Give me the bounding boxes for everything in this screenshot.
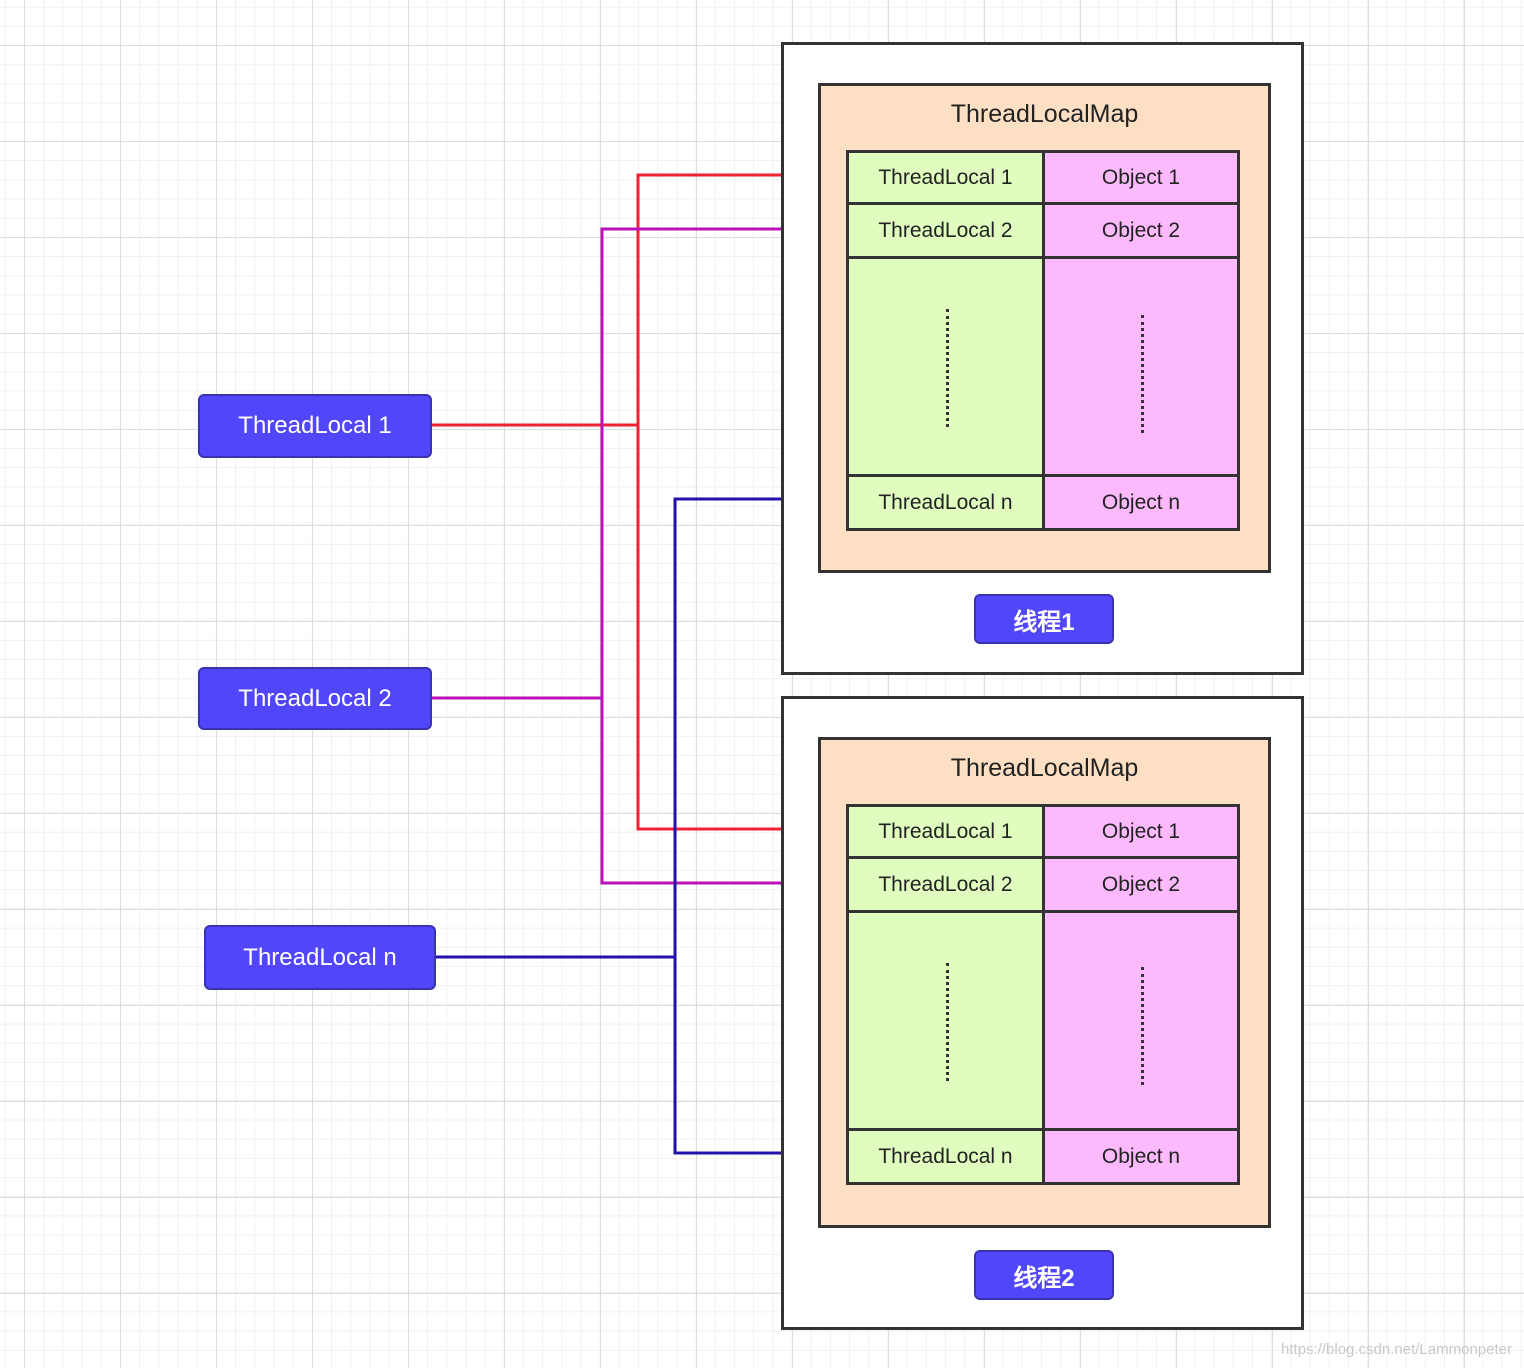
thread-1-map-title: ThreadLocalMap [950, 100, 1139, 128]
thread-1-value-2: Object 2 [1042, 202, 1240, 259]
thread-1-key-n: ThreadLocal n [846, 474, 1045, 531]
thread-2-key-ellipsis [846, 910, 1045, 1131]
threadlocal-n-node: ThreadLocal n [204, 925, 436, 990]
thread-2-value-1: Object 1 [1042, 804, 1240, 859]
threadlocal-2-node: ThreadLocal 2 [198, 667, 432, 730]
thread-2-value-n: Object n [1042, 1128, 1240, 1185]
vertical-ellipsis [1141, 315, 1144, 433]
link-threadlocal-2 [431, 229, 844, 883]
thread-1-container: ThreadLocalMap ThreadLocal 1 Object 1 Th… [781, 42, 1304, 675]
thread-2-key-n: ThreadLocal n [846, 1128, 1045, 1185]
vertical-ellipsis [945, 309, 949, 427]
watermark: https://blog.csdn.net/Lammonpeter [1281, 1341, 1512, 1358]
thread-2-value-2: Object 2 [1042, 856, 1240, 913]
vertical-ellipsis [1141, 967, 1144, 1085]
vertical-ellipsis [945, 963, 949, 1081]
thread-2-key-1: ThreadLocal 1 [846, 804, 1045, 859]
thread-2-label: 线程2 [974, 1250, 1114, 1300]
thread-1-key-1: ThreadLocal 1 [846, 150, 1045, 205]
thread-2-map-title: ThreadLocalMap [950, 754, 1139, 782]
thread-1-value-1: Object 1 [1042, 150, 1240, 205]
threadlocal-1-node: ThreadLocal 1 [198, 394, 432, 458]
thread-2-key-2: ThreadLocal 2 [846, 856, 1045, 913]
thread-2-value-ellipsis [1042, 910, 1240, 1131]
thread-2-map: ThreadLocalMap ThreadLocal 1 Object 1 Th… [818, 737, 1271, 1228]
thread-1-value-n: Object n [1042, 474, 1240, 531]
thread-1-key-ellipsis [846, 256, 1045, 477]
thread-1-key-2: ThreadLocal 2 [846, 202, 1045, 259]
thread-1-value-ellipsis [1042, 256, 1240, 477]
thread-2-container: ThreadLocalMap ThreadLocal 1 Object 1 Th… [781, 696, 1304, 1330]
thread-1-map: ThreadLocalMap ThreadLocal 1 Object 1 Th… [818, 83, 1271, 573]
thread-1-label: 线程1 [974, 594, 1114, 644]
